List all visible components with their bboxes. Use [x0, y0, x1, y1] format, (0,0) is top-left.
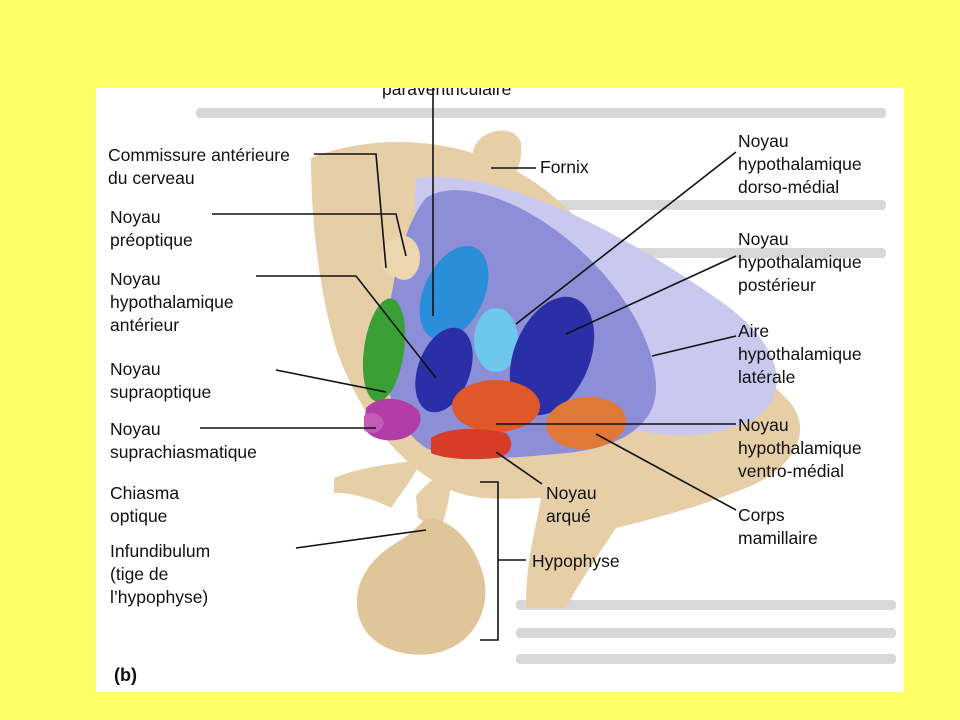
- label-ventro-medial: Noyau hypothalamique ventro-médial: [738, 415, 862, 481]
- leader-hypophyse-bracket: [480, 481, 499, 641]
- hypothalamus-illustration: [196, 88, 896, 664]
- label-supraoptique: Noyau supraoptique: [110, 359, 212, 402]
- noyau-dorso-median-shape: [474, 308, 518, 372]
- label-commissure: Commissure antérieure du cerveau: [108, 145, 290, 188]
- noyau-ventro-median-shape: [452, 380, 540, 432]
- label-posterieur: Noyau hypothalamique postérieur: [738, 229, 862, 295]
- noyau-supraoptique-blue-shape: [415, 327, 473, 413]
- label-chiasma: Chiasma optique: [110, 483, 180, 526]
- label-corps-mamillaire: Corps mamillaire: [738, 505, 818, 548]
- leader-corps-mamillaire: [595, 433, 737, 511]
- noyau-arque-shape: [431, 428, 512, 460]
- leader-anterieur: [256, 275, 437, 379]
- leader-aire-laterale: [651, 335, 737, 357]
- leader-lines: [200, 88, 737, 641]
- hypophyse-shape: [356, 518, 486, 655]
- corps-mamillaire-shape: [546, 396, 626, 450]
- panel-letter: (b): [114, 665, 137, 685]
- leader-dorso-medial: [515, 151, 737, 325]
- label-anterieur: Noyau hypothalamique antérieur: [110, 269, 234, 335]
- label-infundibulum: Infundibulum (tige de l’hypophyse): [110, 541, 211, 607]
- leader-arque: [495, 451, 543, 485]
- infundibulum-shape: [416, 468, 452, 528]
- leader-posterieur: [565, 255, 737, 335]
- label-fornix: Fornix: [540, 157, 589, 177]
- leader-supraoptique: [275, 369, 387, 393]
- chiasma-optique-shape: [334, 460, 421, 508]
- label-paraventriculaire: paraventriculaire: [382, 88, 512, 99]
- label-arque: Noyau arqué: [546, 483, 597, 526]
- leader-preoptique: [212, 213, 407, 257]
- noyau-posterieur-shape: [509, 296, 595, 416]
- leader-infundibulum: [295, 529, 427, 549]
- anatomy-figure: paraventriculaire Commissure antérieure …: [96, 88, 904, 692]
- label-aire-laterale: Aire hypothalamique latérale: [738, 321, 862, 387]
- label-suprachiasmatique: Noyau suprachiasmatique: [110, 419, 257, 462]
- noyau-paraventriculaire-shape: [419, 245, 489, 341]
- leader-commissure: [314, 153, 387, 269]
- label-preoptique: Noyau préoptique: [110, 207, 193, 250]
- label-hypophyse: Hypophyse: [532, 551, 620, 571]
- noyau-preoptique-shape: [388, 236, 420, 280]
- label-dorso-medial: Noyau hypothalamique dorso-médial: [738, 131, 862, 197]
